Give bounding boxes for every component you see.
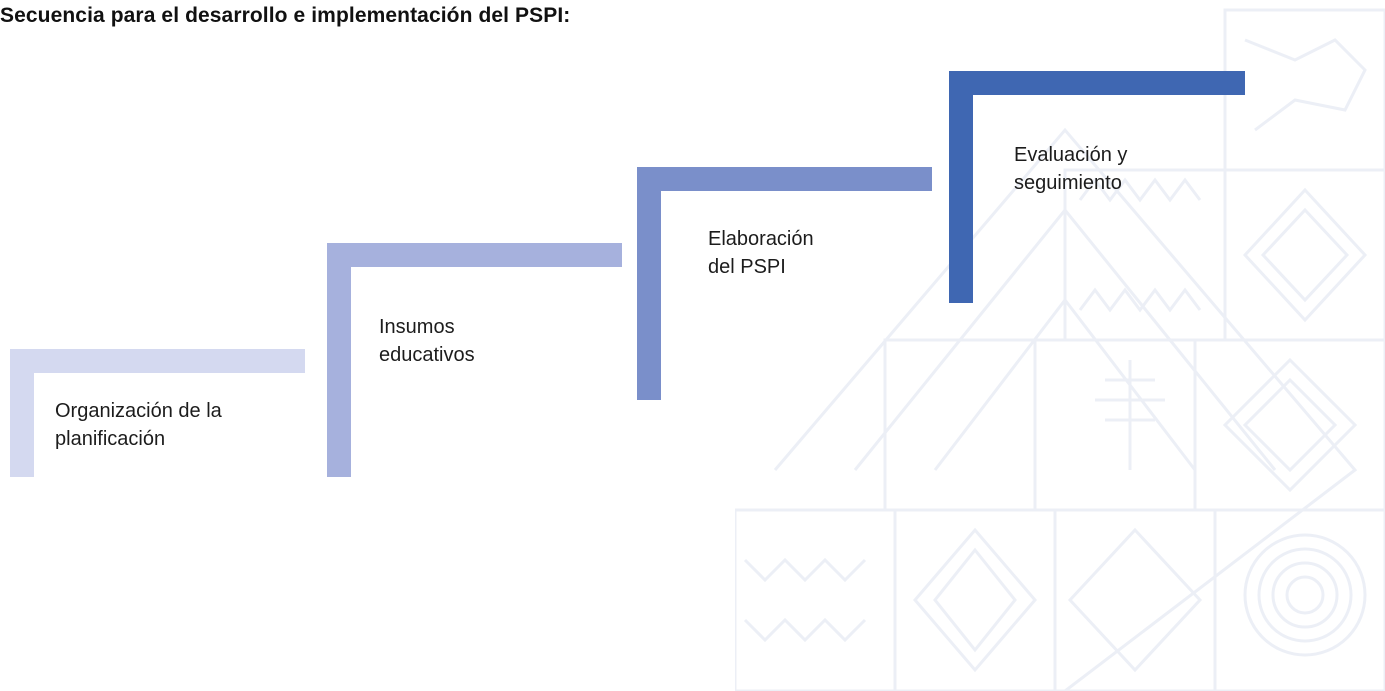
step-label: Organización de la planificación: [55, 397, 222, 453]
step-label-line: planificación: [55, 428, 166, 450]
step-label: Evaluación y seguimiento: [1014, 141, 1127, 197]
step-label-line: Evaluación y: [1014, 144, 1128, 166]
step-bar-vertical: [327, 243, 351, 477]
step-bar-vertical: [949, 71, 973, 303]
step-label-line: Elaboración: [708, 228, 814, 250]
step-label: Elaboración del PSPI: [708, 225, 814, 281]
step-bar-vertical: [10, 349, 34, 477]
step-label-line: del PSPI: [708, 256, 786, 278]
step-label: Insumos educativos: [379, 313, 475, 369]
step-bar-horizontal: [637, 167, 932, 191]
step-label-line: seguimiento: [1014, 172, 1122, 194]
step-label-line: Organización de la: [55, 400, 222, 422]
step-bar-horizontal: [10, 349, 305, 373]
step-bar-horizontal: [327, 243, 622, 267]
step-label-line: educativos: [379, 344, 475, 366]
textile-pattern-background: [735, 8, 1385, 691]
page-title: Secuencia para el desarrollo e implement…: [0, 4, 571, 27]
step-bar-horizontal: [949, 71, 1245, 95]
step-bar-vertical: [637, 167, 661, 400]
step-label-line: Insumos: [379, 316, 455, 338]
